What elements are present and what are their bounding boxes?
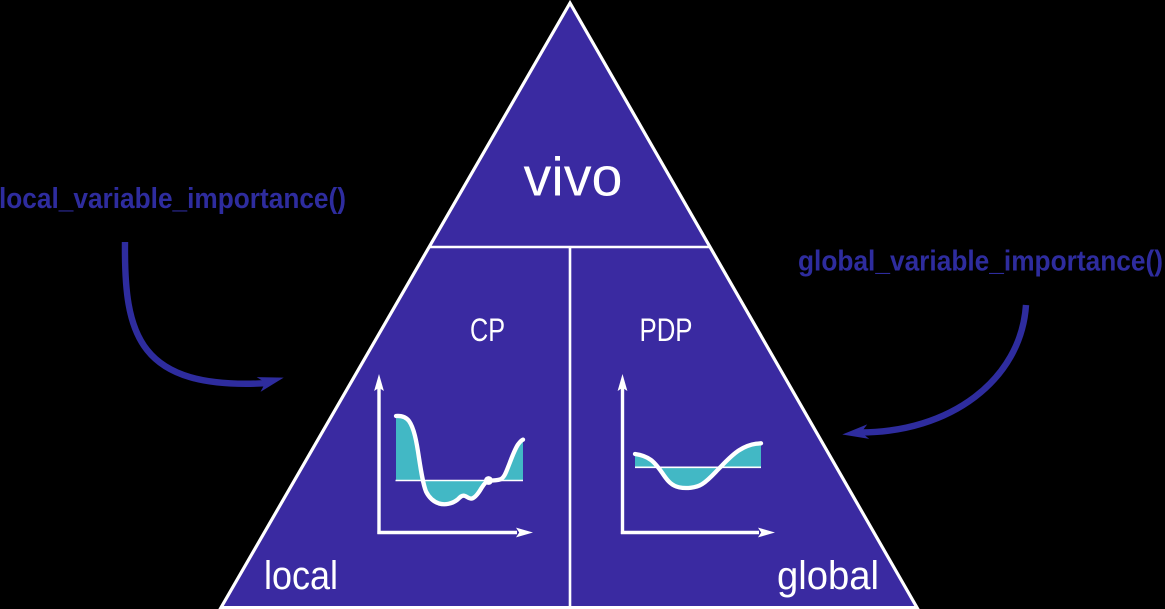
svg-text:PDP: PDP (640, 312, 693, 348)
svg-text:local: local (264, 554, 338, 598)
svg-text:CP: CP (470, 312, 505, 348)
svg-text:global_variable_importance(): global_variable_importance() (798, 246, 1163, 278)
svg-text:global: global (777, 554, 879, 598)
svg-text:local_variable_importance(): local_variable_importance() (0, 183, 346, 215)
svg-text:vivo: vivo (524, 146, 623, 208)
